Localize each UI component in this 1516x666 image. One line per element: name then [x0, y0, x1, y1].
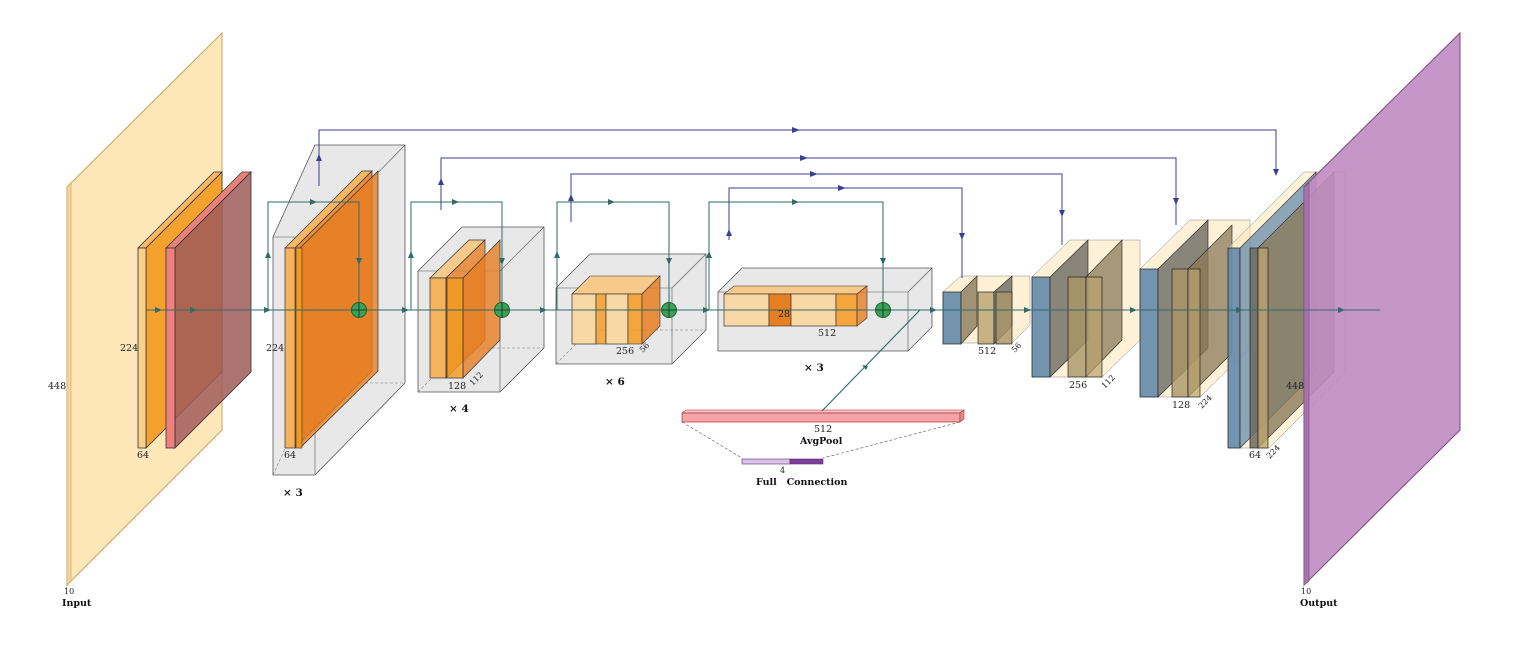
avgpool-channels-label: 512 — [814, 424, 832, 435]
fc-title: Full Connection — [756, 477, 847, 488]
decoder1-channels-label: 512 — [978, 346, 996, 357]
stage4-size-label: 28 — [778, 309, 790, 320]
avgpool-branch-arrow — [821, 309, 921, 412]
stage4-channels-label: 512 — [818, 328, 836, 339]
add-node-3 — [661, 302, 677, 318]
output-title: Output — [1300, 598, 1338, 609]
decoder-block-3 — [1139, 219, 1251, 398]
add-node-4 — [875, 302, 891, 318]
stage1-size-label: 224 — [266, 343, 284, 354]
long-skip-arrowheads — [316, 127, 1279, 240]
decoder-block-2 — [1031, 239, 1141, 378]
avgpool-bar — [681, 409, 965, 423]
decoder2-channels-label: 256 — [1069, 380, 1087, 391]
stage3-channels-label: 256 — [616, 346, 634, 357]
stage3-repeat-label: × 6 — [605, 376, 625, 388]
stage1-channels-label: 64 — [284, 450, 296, 461]
fc-units-label: 4 — [780, 466, 785, 475]
add-node-2 — [494, 302, 510, 318]
fc-bar — [741, 458, 824, 465]
stage2-repeat-label: × 4 — [449, 403, 469, 415]
input-size-label: 448 — [48, 381, 66, 392]
residual-skip-arrowheads — [265, 199, 886, 265]
add-node-1 — [351, 302, 367, 318]
stem-size-label: 224 — [120, 343, 138, 354]
output-size-label: 448 — [1286, 381, 1304, 392]
stage4-repeat-label: × 3 — [804, 362, 824, 374]
avgpool-title: AvgPool — [799, 436, 843, 447]
input-title: Input — [62, 598, 92, 609]
stem-channels-label: 64 — [137, 450, 149, 461]
output-plane — [1303, 31, 1461, 587]
output-channels-label: 10 — [1301, 587, 1311, 596]
stage1-repeat-label: × 3 — [283, 487, 303, 499]
input-channels-label: 10 — [64, 587, 74, 596]
decoder3-channels-label: 128 — [1172, 400, 1190, 411]
stage2-channels-label: 128 — [448, 381, 466, 392]
decoder4-channels-label: 64 — [1249, 450, 1261, 461]
